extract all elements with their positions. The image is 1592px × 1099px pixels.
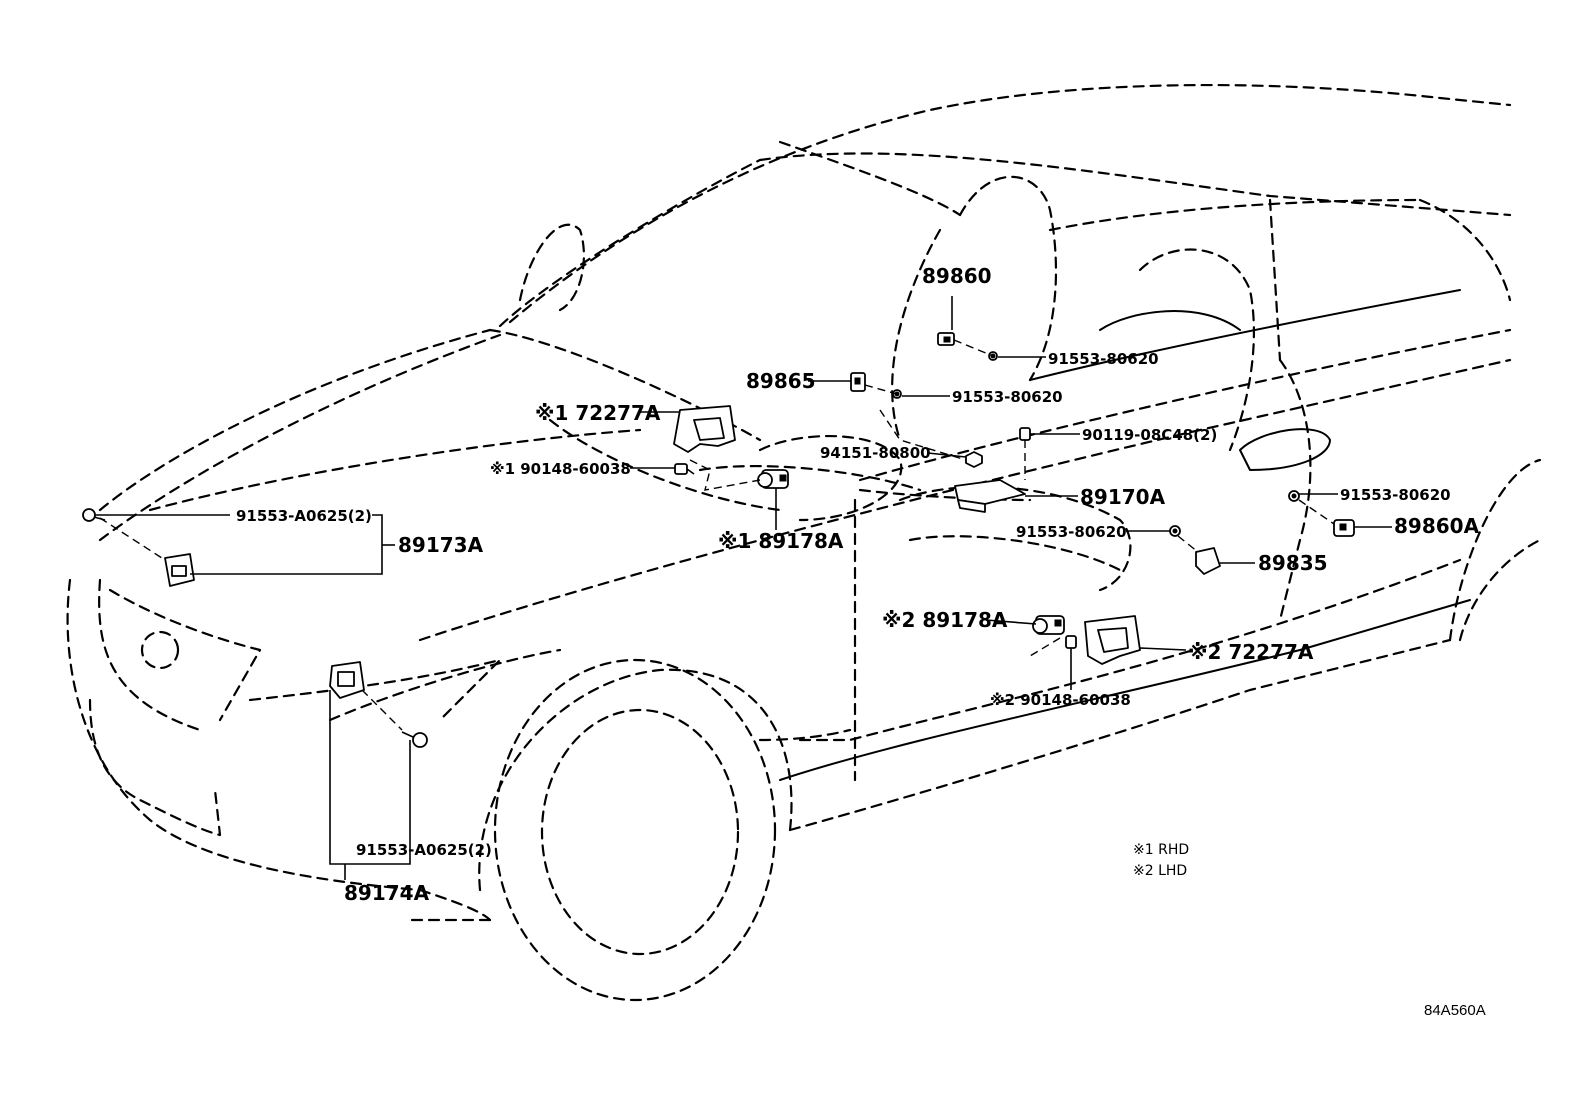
sensor-89860-icon	[937, 332, 955, 346]
screw-90119-icon	[1019, 427, 1031, 441]
sensor-89865-icon	[850, 372, 866, 392]
label-89178A-lhd: ※2 89178A	[882, 608, 1008, 632]
bolt-90148-rhd-icon	[674, 463, 695, 475]
bracket-72277A-rhd-icon	[673, 405, 736, 453]
label-89174A: 89174A	[344, 881, 430, 905]
leader-lines	[95, 296, 1392, 880]
label-91553-A0625-top: 91553-A0625(2)	[236, 507, 372, 525]
label-91553-80620-d: 91553-80620	[1016, 523, 1127, 541]
sensor-89174A-icon	[329, 661, 365, 699]
sensor-89178A-rhd-icon	[757, 469, 789, 489]
bolt-90148-lhd-icon	[1065, 635, 1077, 649]
label-90148-60038-rhd: ※1 90148-60038	[490, 460, 631, 478]
screw-91553-c-icon	[1288, 490, 1300, 502]
label-91553-A0625-bottom: 91553-A0625(2)	[356, 841, 492, 859]
label-89860: 89860	[922, 264, 992, 288]
legend-rhd-note: ※1 RHD	[1133, 842, 1189, 858]
label-94151-80800: 94151-80800	[820, 444, 931, 462]
label-89173A: 89173A	[398, 533, 484, 557]
figure-code: 84A560A	[1424, 1002, 1486, 1019]
sensor-89173A-icon	[164, 553, 195, 587]
label-89865: 89865	[746, 369, 816, 393]
label-72277A-lhd: ※2 72277A	[1188, 640, 1314, 664]
legend-lhd-note: ※2 LHD	[1133, 863, 1187, 879]
label-91553-80620-b: 91553-80620	[952, 388, 1063, 406]
label-89178A-rhd: ※1 89178A	[718, 529, 844, 553]
label-90119-08C48: 90119-08C48(2)	[1082, 426, 1217, 444]
bracket-72277A-lhd-icon	[1084, 615, 1141, 665]
sensor-89860A-icon	[1333, 519, 1355, 537]
car-body-outline	[66, 83, 1542, 1002]
label-89170A: 89170A	[1080, 485, 1166, 509]
label-89835: 89835	[1258, 551, 1328, 575]
airbag-ecu-89170A-icon	[954, 479, 1026, 513]
label-89860A: 89860A	[1394, 514, 1480, 538]
label-72277A-rhd: ※1 72277A	[535, 401, 661, 425]
screw-91553-d-icon	[1169, 525, 1181, 537]
label-90148-60038-lhd: ※2 90148-60038	[990, 691, 1131, 709]
legend: ※1 RHD ※2 LHD	[1133, 842, 1189, 879]
bolt-91553-A0625-bottom-icon	[401, 731, 428, 748]
label-91553-80620-c: 91553-80620	[1340, 486, 1451, 504]
sensor-89835-icon	[1195, 547, 1221, 575]
label-91553-80620-a: 91553-80620	[1048, 350, 1159, 368]
parts	[82, 332, 1355, 748]
nut-94151-icon	[965, 451, 983, 468]
sensor-89178A-lhd-icon	[1032, 615, 1065, 635]
part-labels: 89860 89865 ※1 72277A ※1 90148-60038 941…	[236, 264, 1480, 905]
